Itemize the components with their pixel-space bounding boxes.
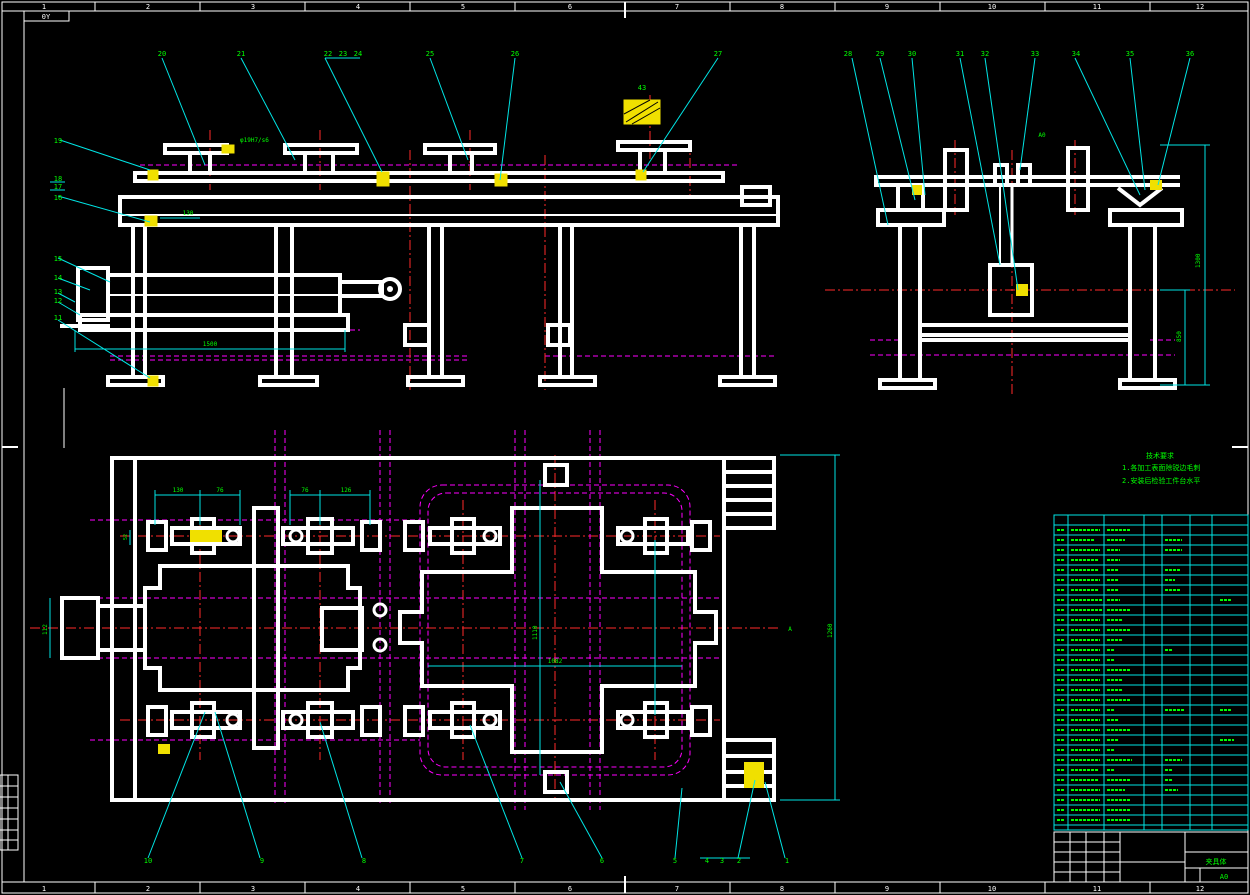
- title-block: [1053, 831, 1249, 883]
- col-label: 12: [1196, 885, 1204, 893]
- parts-list-entries: [1057, 529, 1234, 821]
- col-label: 11: [1093, 885, 1101, 893]
- balloon-35: 35: [1126, 50, 1134, 58]
- balloon-17: 17: [54, 183, 62, 191]
- tech-req-line1: 1.各加工表面除锐边毛刺: [1122, 463, 1200, 472]
- title-name: 夹具体: [1206, 857, 1227, 866]
- balloon-26: 26: [511, 50, 519, 58]
- balloon-24: 24: [354, 50, 362, 58]
- balloon-32: 32: [981, 50, 989, 58]
- balloon-1: 1: [785, 857, 789, 865]
- balloon-27: 27: [714, 50, 722, 58]
- tech-req-line2: 2.安装后检验工件台水平: [1122, 476, 1200, 485]
- balloon-5: 5: [673, 857, 677, 865]
- dim-side-sub: 850: [1176, 331, 1183, 342]
- col-label: 5: [461, 3, 465, 11]
- balloon-34: 34: [1072, 50, 1080, 58]
- col-label: 10: [988, 885, 996, 893]
- balloon-12: 12: [54, 297, 62, 305]
- col-label: 6: [568, 885, 572, 893]
- balloon-21: 21: [237, 50, 245, 58]
- dim-front-bar: 130: [183, 210, 194, 217]
- col-label: 1: [42, 885, 46, 893]
- balloon-9: 9: [260, 857, 264, 865]
- col-label: 8: [780, 3, 784, 11]
- dim-plan-width: 1260: [827, 623, 834, 638]
- balloon-7: 7: [520, 857, 524, 865]
- side-view-label: A0: [1038, 132, 1046, 139]
- revision-table: [0, 774, 19, 851]
- balloon-14: 14: [54, 274, 62, 282]
- balloon-25: 25: [426, 50, 434, 58]
- col-label: 1: [42, 3, 46, 11]
- balloon-10: 10: [144, 857, 152, 865]
- col-label: 10: [988, 3, 996, 11]
- balloon-30: 30: [908, 50, 916, 58]
- dim-front-spec: φ19H7/s6: [240, 137, 269, 144]
- dim-plan-126: 126: [341, 487, 352, 494]
- col-label: 7: [675, 885, 679, 893]
- balloon-15: 15: [54, 255, 62, 263]
- balloon-2: 2: [737, 857, 741, 865]
- balloon-11: 11: [54, 314, 62, 322]
- balloon-16: 16: [54, 194, 62, 202]
- col-label: 2: [146, 3, 150, 11]
- dim-front-length: 1500: [203, 341, 218, 348]
- balloon-29: 29: [876, 50, 884, 58]
- balloon-33: 33: [1031, 50, 1039, 58]
- dim-plan-left: 112: [42, 624, 49, 635]
- dim-plan-76b: 76: [301, 487, 309, 494]
- col-label: 8: [780, 885, 784, 893]
- col-label: 4: [356, 885, 360, 893]
- column-labels: 1 2 3 4 5 6 7 8 9 10 11 12 1 2 3 4 5 6 7…: [42, 3, 1204, 893]
- col-label: 3: [251, 885, 255, 893]
- balloon-23: 23: [339, 50, 347, 58]
- dim-plan-tiny: 52: [123, 534, 129, 540]
- side-view: 1300 850 A0 28 29 30 31 32 33 34 35 36: [825, 50, 1235, 395]
- balloon-20: 20: [158, 50, 166, 58]
- parts-list: [1053, 514, 1249, 831]
- balloon-3: 3: [720, 857, 724, 865]
- balloon-28: 28: [844, 50, 852, 58]
- col-label: 3: [251, 3, 255, 11]
- tech-req-title: 技术要求: [1146, 451, 1174, 460]
- balloon-19: 19: [54, 137, 62, 145]
- balloon-36: 36: [1186, 50, 1194, 58]
- balloon-43: 43: [638, 84, 646, 92]
- dim-plan-inner: 1110: [532, 625, 539, 640]
- dim-plan-76a: 76: [216, 487, 224, 494]
- col-label: 6: [568, 3, 572, 11]
- technical-requirements: 技术要求 1.各加工表面除锐边毛刺 2.安装后检验工件台水平: [1122, 451, 1200, 485]
- col-label: 12: [1196, 3, 1204, 11]
- balloon-6: 6: [600, 857, 604, 865]
- col-label: 4: [356, 3, 360, 11]
- balloon-22: 22: [324, 50, 332, 58]
- dim-side-height: 1300: [1195, 253, 1202, 268]
- balloon-4: 4: [705, 857, 709, 865]
- col-label: 9: [885, 3, 889, 11]
- balloon-8: 8: [362, 857, 366, 865]
- plan-view: 130 76 76 126 1082 A 1260 1110 112 52 10…: [30, 430, 840, 865]
- col-label: 9: [885, 885, 889, 893]
- balloon-18: 18: [54, 175, 62, 183]
- col-label: 7: [675, 3, 679, 11]
- balloon-13: 13: [54, 288, 62, 296]
- mark-label: 0Y: [42, 13, 51, 21]
- title-sheet: A0: [1220, 873, 1228, 881]
- dim-plan-130: 130: [173, 487, 184, 494]
- col-label: 5: [461, 885, 465, 893]
- col-label: 11: [1093, 3, 1101, 11]
- front-view: 1500 130 φ19H7/s6 20 21 22 23 24 25: [50, 50, 780, 390]
- col-label: 2: [146, 885, 150, 893]
- balloon-31: 31: [956, 50, 964, 58]
- top-left-mark: 0Y: [23, 10, 70, 22]
- dim-plan-right: A: [788, 626, 792, 633]
- dim-plan-1082: 1082: [548, 658, 563, 665]
